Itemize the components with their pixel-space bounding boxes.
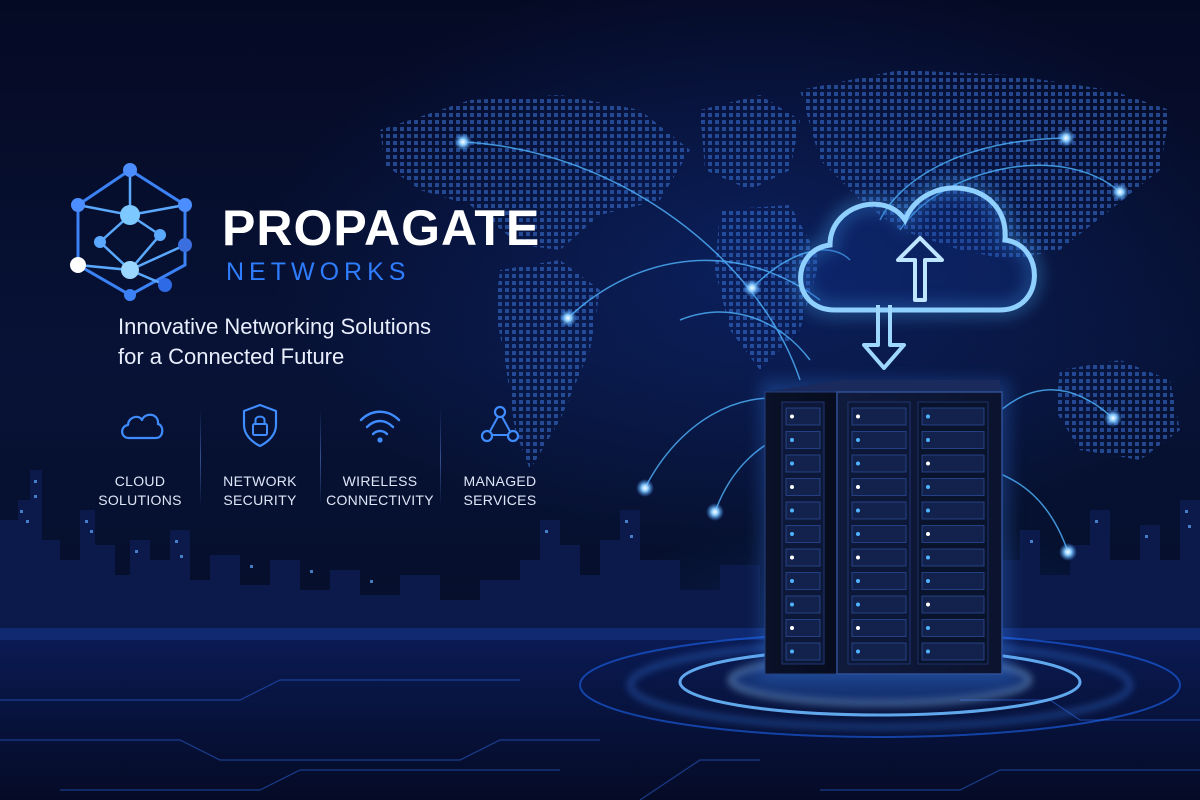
shield-lock-icon [242, 403, 278, 448]
tagline: Innovative Networking Solutions for a Co… [118, 312, 518, 372]
rack-unit [785, 619, 821, 637]
rack-unit [785, 642, 821, 661]
status-led [856, 555, 860, 560]
status-led [926, 649, 930, 654]
rack-unit [921, 642, 985, 661]
status-led [856, 532, 860, 536]
tagline-line-1: Innovative Networking Solutions [118, 314, 432, 339]
rack-unit [851, 642, 907, 661]
service-label: MANAGED SERVICES [463, 473, 537, 508]
status-led [790, 461, 794, 466]
status-led [926, 414, 930, 419]
rack-unit [921, 572, 985, 590]
divider [440, 408, 441, 508]
status-led [856, 579, 860, 583]
rack-unit [785, 454, 821, 473]
status-led [856, 485, 860, 489]
status-led [856, 602, 860, 607]
status-led [856, 461, 860, 466]
brand-subname: NETWORKS [226, 258, 411, 286]
brand-name: PROPAGATE [222, 200, 541, 256]
status-led [926, 485, 930, 489]
status-led [856, 649, 860, 654]
service-label: WIRELESS CONNECTIVITY [326, 473, 434, 508]
rack-unit [851, 454, 907, 473]
rack-unit [785, 525, 821, 543]
status-led [926, 626, 930, 630]
rack-unit [921, 548, 985, 567]
status-led [790, 414, 794, 419]
rack-unit [921, 454, 985, 473]
status-led [790, 602, 794, 607]
rack-unit [921, 619, 985, 637]
rack-unit [851, 572, 907, 590]
tagline-line-2: for a Connected Future [118, 344, 345, 369]
rack-unit [851, 525, 907, 543]
status-led [926, 532, 930, 536]
rack-unit [785, 548, 821, 567]
rack-unit [851, 619, 907, 637]
rack-unit [851, 431, 907, 449]
status-led [790, 532, 794, 536]
status-led [790, 555, 794, 560]
cloud-upload-icon [793, 181, 1042, 370]
rack-unit [785, 572, 821, 590]
status-led [790, 649, 794, 654]
rack-unit [785, 431, 821, 449]
status-led [790, 626, 794, 630]
status-led [856, 508, 860, 513]
rack-unit [921, 525, 985, 543]
status-led [926, 438, 930, 442]
status-led [926, 579, 930, 583]
rack-unit [921, 478, 985, 496]
status-led [856, 414, 860, 419]
status-led [926, 555, 930, 560]
status-led [790, 485, 794, 489]
status-led [790, 508, 794, 513]
rack-unit [921, 501, 985, 520]
service-cloud-solutions: CLOUD SOLUTIONS [80, 400, 200, 520]
network-nodes-icon [480, 405, 520, 443]
connection-arcs [462, 137, 1121, 553]
rack-unit [921, 431, 985, 449]
brand-logo [70, 163, 192, 301]
service-managed-services: MANAGED SERVICES [440, 400, 560, 520]
status-led [926, 508, 930, 513]
divider [200, 408, 201, 508]
status-led [856, 626, 860, 630]
service-wireless-connectivity: WIRELESS CONNECTIVITY [320, 400, 440, 520]
rack-unit [851, 501, 907, 520]
status-led [790, 579, 794, 583]
circuit-lines [0, 679, 1200, 800]
service-label: NETWORK SECURITY [223, 473, 297, 508]
rack-unit [851, 595, 907, 614]
cloud-icon [121, 413, 164, 440]
rack-unit [785, 478, 821, 496]
wifi-icon [359, 410, 401, 443]
status-led [926, 602, 930, 607]
divider [320, 408, 321, 508]
rack-unit [851, 407, 907, 426]
rack-unit [921, 595, 985, 614]
rack-unit [785, 501, 821, 520]
server-rack [760, 380, 1010, 680]
status-led [856, 438, 860, 442]
status-led [926, 461, 930, 466]
service-label: CLOUD SOLUTIONS [98, 473, 182, 508]
rack-unit [851, 548, 907, 567]
services-row: CLOUD SOLUTIONS NETWORK SECURITY [80, 400, 560, 520]
rack-unit [785, 407, 821, 426]
rack-unit [851, 478, 907, 496]
rack-unit [921, 407, 985, 426]
rack-unit [785, 595, 821, 614]
connection-nodes [454, 129, 1129, 561]
status-led [790, 438, 794, 442]
service-network-security: NETWORK SECURITY [200, 400, 320, 520]
